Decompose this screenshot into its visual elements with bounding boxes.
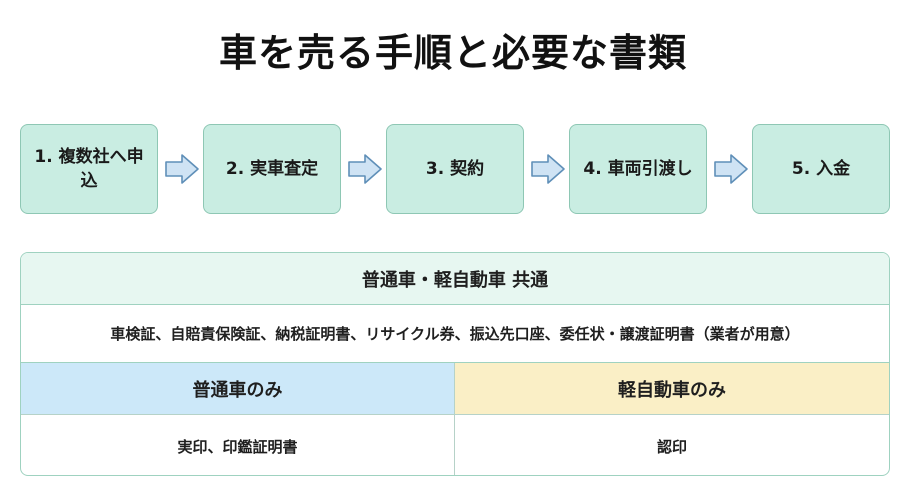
process-flow: 1. 複数社へ申込 2. 実車査定 3. 契約 4. 車両引渡し 5. 入金: [20, 124, 890, 216]
step-label: 4. 車両引渡し: [583, 159, 693, 179]
step-label: 5. 入金: [791, 159, 851, 179]
common-documents-header: 普通車・軽自動車 共通: [21, 253, 889, 305]
common-documents-list: 車検証、自賠責保険証、納税証明書、リサイクル券、振込先口座、委任状・譲渡証明書（…: [21, 305, 889, 363]
kei-car-documents: 認印: [656, 437, 687, 456]
regular-car-documents: 実印、印鑑証明書: [21, 415, 455, 475]
vehicle-specific-documents: 普通車のみ 軽自動車のみ 実印、印鑑証明書 認印: [21, 363, 889, 475]
step-handover: 4. 車両引渡し: [569, 124, 707, 214]
kei-car-header: 軽自動車のみ: [455, 363, 889, 415]
documents-table: 普通車・軽自動車 共通 車検証、自賠責保険証、納税証明書、リサイクル券、振込先口…: [20, 252, 890, 476]
regular-car-header: 普通車のみ: [21, 363, 455, 415]
step-inspection: 2. 実車査定: [203, 124, 341, 214]
step-label: 1. 複数社へ申込: [34, 147, 144, 191]
right-arrow-icon: [531, 154, 565, 184]
step-apply: 1. 複数社へ申込: [20, 124, 158, 214]
step-label: 3. 契約: [425, 159, 485, 179]
right-arrow-icon: [348, 154, 382, 184]
right-arrow-icon: [714, 154, 748, 184]
step-label: 2. 実車査定: [225, 159, 319, 179]
page-title: 車を売る手順と必要な書類: [218, 31, 687, 75]
step-payment: 5. 入金: [752, 124, 890, 214]
right-arrow-icon: [165, 154, 199, 184]
step-contract: 3. 契約: [386, 124, 524, 214]
